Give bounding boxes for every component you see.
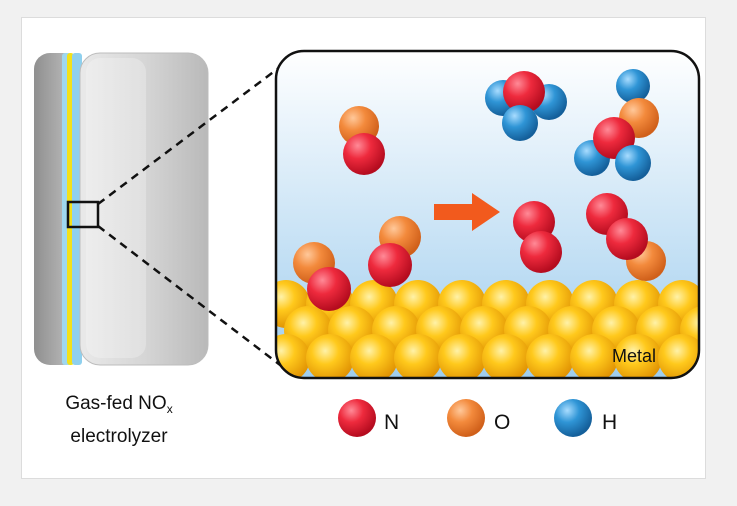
no-molecule-adsorbed-2: [368, 216, 421, 287]
electrolyzer-device: [34, 52, 209, 366]
oxygen-atom-icon: [447, 399, 485, 437]
device-caption: Gas-fed NOx electrolyzer: [44, 390, 194, 451]
zoom-lines: [97, 63, 285, 369]
no-molecule-floating: [339, 106, 385, 175]
reaction-arrow: [434, 193, 500, 231]
device-caption-line2: electrolyzer: [70, 426, 168, 447]
metal-label: Metal: [612, 346, 657, 366]
hydrogen-atom-icon: [554, 399, 592, 437]
zoom-indicator: [66, 200, 100, 229]
nh2oh-molecule: [574, 69, 659, 181]
no-molecule-adsorbed-1: [293, 242, 351, 311]
legend-label-n: N: [384, 411, 400, 434]
n2o-molecule: [586, 193, 666, 281]
device-caption-line1: Gas-fed NO: [65, 393, 167, 414]
nitrogen-atom-icon: [338, 399, 376, 437]
device-caption-subscript: x: [166, 402, 173, 416]
legend-label-o: O: [494, 411, 511, 434]
legend-label-h: H: [602, 411, 618, 434]
figure-illustration: [34, 49, 701, 437]
figure-card: Gas-fed NOx electrolyzer Metal N O H: [21, 17, 706, 479]
n2-molecule-1: [513, 201, 562, 273]
nh3-molecule-top: [485, 71, 567, 141]
